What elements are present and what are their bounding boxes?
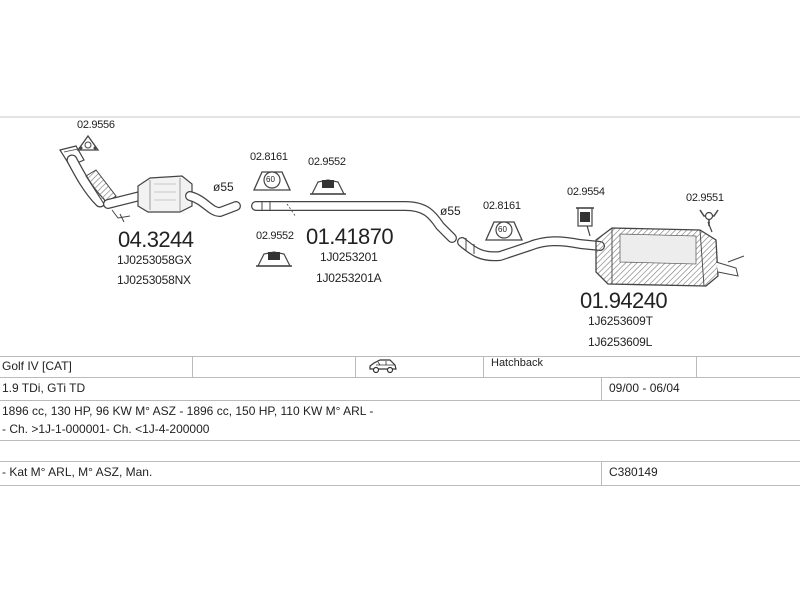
rear-silencer-drawing xyxy=(585,221,745,287)
reference-code: C380149 xyxy=(609,465,658,479)
middle-pipe-oem-2: 1J0253201A xyxy=(316,271,382,285)
table-rule xyxy=(0,356,800,357)
pipe-diameter-label-2: ø55 xyxy=(440,204,461,218)
exhaust-drawing xyxy=(0,116,800,287)
table-rule xyxy=(0,440,800,441)
clamp-right-size: 60 xyxy=(498,225,507,234)
table-divider xyxy=(192,357,193,377)
hanger-02-9552-upper-icon xyxy=(310,179,346,195)
vehicle-model: Golf IV [CAT] xyxy=(2,359,72,373)
hanger-02-9552-lower-icon xyxy=(256,251,292,267)
production-years: 09/00 - 06/04 xyxy=(609,381,680,395)
body-type: Hatchback xyxy=(491,357,543,369)
hanger-02-9551-icon xyxy=(699,209,719,226)
middle-pipe-drawing xyxy=(251,201,457,243)
front-pipe-oem-1: 1J0253058GX xyxy=(117,253,192,267)
rear-box-oem-2: 1J6253609L xyxy=(588,335,653,349)
chassis-range: - Ch. >1J-1-000001- Ch. <1J-4-200000 xyxy=(2,422,210,436)
table-rule xyxy=(0,485,800,486)
hanger-02-9554-code: 02.9554 xyxy=(567,186,605,198)
front-pipe-part-number: 04.3244 xyxy=(118,227,194,252)
table-rule xyxy=(0,377,800,378)
pipe-diameter-label-1: ø55 xyxy=(213,180,234,194)
clamp-02-8161-right-icon xyxy=(484,221,524,241)
front-pipe-drawing xyxy=(59,145,241,223)
table-divider xyxy=(355,357,356,377)
engine-variants: 1.9 TDi, GTi TD xyxy=(2,381,86,395)
mount-02-9556-code: 02.9556 xyxy=(77,119,115,131)
clamp-02-8161-left-icon xyxy=(252,171,292,191)
hanger-02-9552-upper-code: 02.9552 xyxy=(308,156,346,168)
middle-pipe-oem-1: 1J0253201 xyxy=(320,250,378,264)
clamp-02-8161-right-code: 02.8161 xyxy=(483,200,521,212)
car-icon xyxy=(368,358,398,377)
rear-box-part-number: 01.94240 xyxy=(580,288,668,313)
table-divider xyxy=(601,462,602,485)
table-rule xyxy=(0,461,800,462)
clamp-02-8161-left-code: 02.8161 xyxy=(250,151,288,163)
front-pipe-oem-2: 1J0253058NX xyxy=(117,273,191,287)
mount-02-9556-icon xyxy=(76,134,100,151)
hanger-02-9554-icon xyxy=(576,207,594,227)
table-divider xyxy=(483,357,484,377)
table-divider xyxy=(601,378,602,400)
table-divider xyxy=(696,357,697,377)
hanger-02-9551-code: 02.9551 xyxy=(686,192,724,204)
hanger-02-9552-lower-code: 02.9552 xyxy=(256,230,294,242)
table-rule xyxy=(0,400,800,401)
rear-box-oem-1: 1J6253609T xyxy=(588,314,653,328)
middle-pipe-part-number: 01.41870 xyxy=(306,224,394,249)
exhaust-system-diagram: 60 60 02.9556 04.3244 1J0253058GX 1J0253… xyxy=(0,116,800,349)
rear-pipe-drawing xyxy=(457,236,605,262)
engine-specs: 1896 cc, 130 HP, 96 KW M° ASZ - 1896 cc,… xyxy=(2,404,374,418)
fitment-notes: - Kat M° ARL, M° ASZ, Man. xyxy=(2,465,153,479)
clamp-left-size: 60 xyxy=(266,175,275,184)
